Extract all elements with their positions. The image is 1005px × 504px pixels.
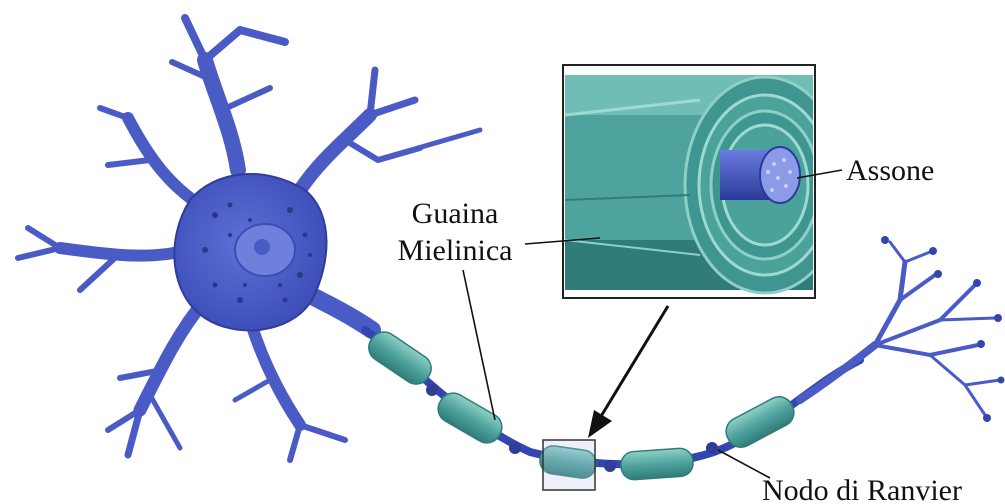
label-axon: Assone [846, 154, 934, 187]
label-myelin-sheath-line2: Mielinica [398, 234, 513, 267]
myelin-cross-section-inset [563, 65, 845, 298]
label-myelin-sheath-line1: Guaina [412, 197, 499, 230]
sheath-leader-segment [463, 270, 495, 420]
label-node-of-ranvier: Nodo di Ranvier [762, 474, 962, 504]
axon-terminals [800, 242, 1000, 415]
zoom-region-box [543, 440, 595, 490]
synaptic-knobs [881, 236, 1005, 422]
zoom-arrow [588, 306, 668, 438]
cell-body [174, 174, 326, 330]
